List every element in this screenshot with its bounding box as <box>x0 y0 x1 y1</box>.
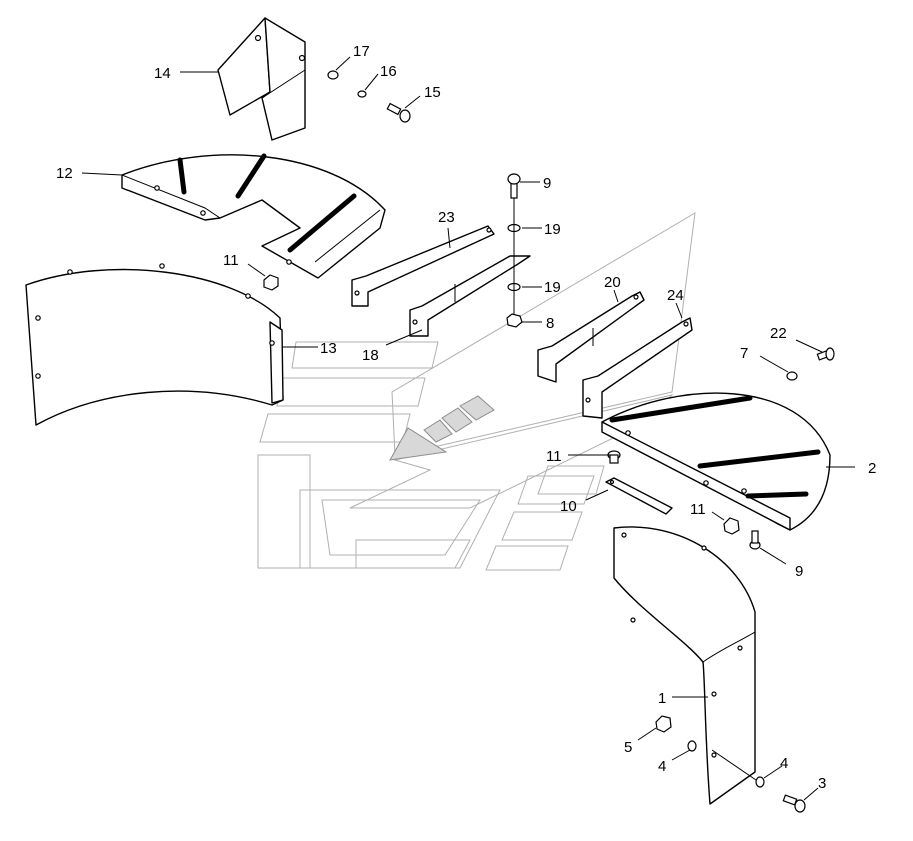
part-23-bracket <box>351 225 495 307</box>
callout-4-right: 4 <box>780 755 788 772</box>
callout-22: 22 <box>770 325 787 342</box>
callout-11-left: 11 <box>223 252 239 269</box>
callout-10: 10 <box>560 498 577 515</box>
callout-2: 2 <box>868 460 876 477</box>
bolt-9-right <box>749 530 761 550</box>
callout-9-top: 9 <box>543 175 551 192</box>
part-12-top-cover <box>121 153 386 279</box>
hardware-22-7 <box>786 347 835 381</box>
nut-11-left <box>263 274 279 291</box>
part-10-strip <box>605 477 673 515</box>
part-13-left-skirt <box>25 263 284 426</box>
part-1-right-skirt <box>613 526 756 805</box>
callout-labels: 14 17 16 15 12 9 23 19 11 19 20 24 8 13 … <box>56 43 876 792</box>
callout-12: 12 <box>56 165 73 182</box>
callout-18: 18 <box>362 347 379 364</box>
callout-17: 17 <box>353 43 370 60</box>
callout-16: 16 <box>380 63 397 80</box>
callout-11-right: 11 <box>690 501 706 518</box>
bolt-stack-center <box>506 173 523 328</box>
callout-4-left: 4 <box>658 758 666 775</box>
callout-20: 20 <box>604 274 621 291</box>
screw-11-mid <box>607 450 621 464</box>
leader-lines <box>81 56 855 801</box>
part-20-bracket <box>537 291 645 383</box>
part-24-bracket <box>582 317 693 419</box>
part-18-bracket <box>409 255 531 337</box>
callout-13: 13 <box>320 340 337 357</box>
callout-11-mid: 11 <box>546 448 562 465</box>
callout-1: 1 <box>658 690 666 707</box>
callout-24: 24 <box>667 287 684 304</box>
callout-9-right: 9 <box>795 563 803 580</box>
watermark-logo <box>257 212 696 571</box>
callout-15: 15 <box>424 84 441 101</box>
nut-11-right <box>723 517 740 535</box>
watermark-arrow <box>389 427 448 461</box>
part-14-deflector-bracket <box>217 17 306 141</box>
callout-3: 3 <box>818 775 826 792</box>
callout-14: 14 <box>154 65 171 82</box>
callout-19-lower: 19 <box>544 279 561 296</box>
callout-23: 23 <box>438 209 455 226</box>
part-2-right-cover <box>601 392 831 531</box>
callout-5: 5 <box>624 739 632 756</box>
hardware-bottom <box>655 715 806 813</box>
callout-7: 7 <box>740 345 748 362</box>
callout-8: 8 <box>546 315 554 332</box>
callout-19-upper: 19 <box>544 221 561 238</box>
hardware-washers-bolt-top <box>327 70 411 123</box>
